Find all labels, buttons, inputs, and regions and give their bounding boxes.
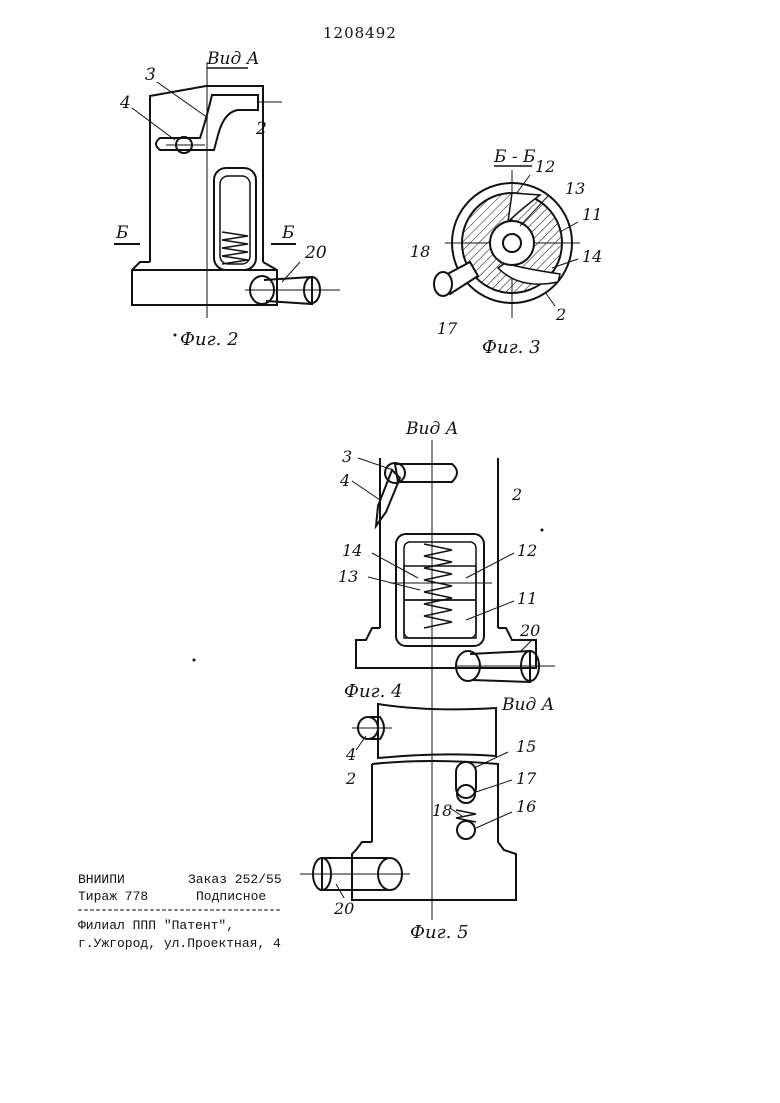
fig2-callout-3: 3 (145, 65, 156, 85)
fig4-callout-2: 2 (511, 485, 522, 504)
fig3-callout-2: 2 (555, 305, 566, 324)
fig2-callout-20: 20 (304, 243, 327, 263)
fig3-callout-12: 12 (535, 157, 555, 176)
fig4-callout-4: 4 (339, 471, 350, 490)
fig3-callout-11: 11 (582, 205, 602, 224)
fig4-callout-13: 13 (338, 567, 358, 586)
fig5-callout-16: 16 (516, 797, 536, 816)
fig5-ball-17 (457, 785, 475, 803)
fig3-callout-14: 14 (582, 247, 602, 266)
patent-number: 1208492 (323, 24, 397, 42)
fig5-view-label: Вид А (501, 695, 555, 715)
imprint-circulation: Тираж 778 (78, 889, 148, 904)
fig4-window (396, 534, 484, 646)
fig4-callout-20: 20 (519, 621, 540, 640)
imprint-branch: Филиал ППП "Патент", (78, 918, 234, 933)
imprint-subscription: Подписное (196, 889, 266, 904)
imprint-address: г.Ужгород, ул.Проектная, 4 (78, 936, 281, 951)
fig5-callout-2: 2 (345, 769, 356, 788)
imprint-order: Заказ 252/55 (188, 872, 282, 887)
fig2-view-label: Вид А (206, 49, 260, 69)
fig2-spring (222, 232, 248, 264)
fig5-callout-15: 15 (516, 737, 536, 756)
fig4-caption: Фиг. 4 (344, 681, 403, 702)
fig3-caption: Фиг. 3 (482, 337, 541, 358)
fig2-section-right: Б (281, 223, 295, 243)
fig5-callout-4: 4 (345, 745, 356, 764)
fig4-callout-12: 12 (517, 541, 537, 560)
fig5-ball-16 (457, 821, 475, 839)
figure-5 (300, 700, 516, 920)
figure-3 (434, 170, 580, 318)
fig3-section-label: Б - Б (493, 147, 536, 167)
fig3-callout-13: 13 (565, 179, 585, 198)
fig5-upper-piece (378, 704, 496, 758)
fig4-callout-14: 14 (342, 541, 362, 560)
fig3-callout-17: 17 (437, 319, 458, 338)
fig5-callout-18: 18 (432, 801, 452, 820)
fig3-callout-18: 18 (410, 242, 430, 261)
fig2-base (132, 262, 277, 305)
imprint-org: ВНИИПИ (78, 872, 125, 887)
fig2-caption: Фиг. 2 (180, 329, 239, 350)
fig2-section-left: Б (115, 223, 129, 243)
fig4-spring (424, 544, 452, 628)
figure-2 (114, 62, 340, 318)
fig4-view-label: Вид А (405, 419, 459, 439)
fig2-callout-4: 4 (119, 93, 131, 113)
fig5-slot-15 (456, 762, 476, 798)
fig4-callout-3: 3 (342, 447, 352, 466)
fig5-callout-20: 20 (333, 899, 354, 918)
fig5-callout-17: 17 (516, 769, 537, 788)
figure-4 (352, 440, 555, 700)
fig4-callout-11: 11 (517, 589, 537, 608)
fig2-callout-2: 2 (255, 119, 267, 139)
fig5-caption: Фиг. 5 (410, 922, 469, 943)
